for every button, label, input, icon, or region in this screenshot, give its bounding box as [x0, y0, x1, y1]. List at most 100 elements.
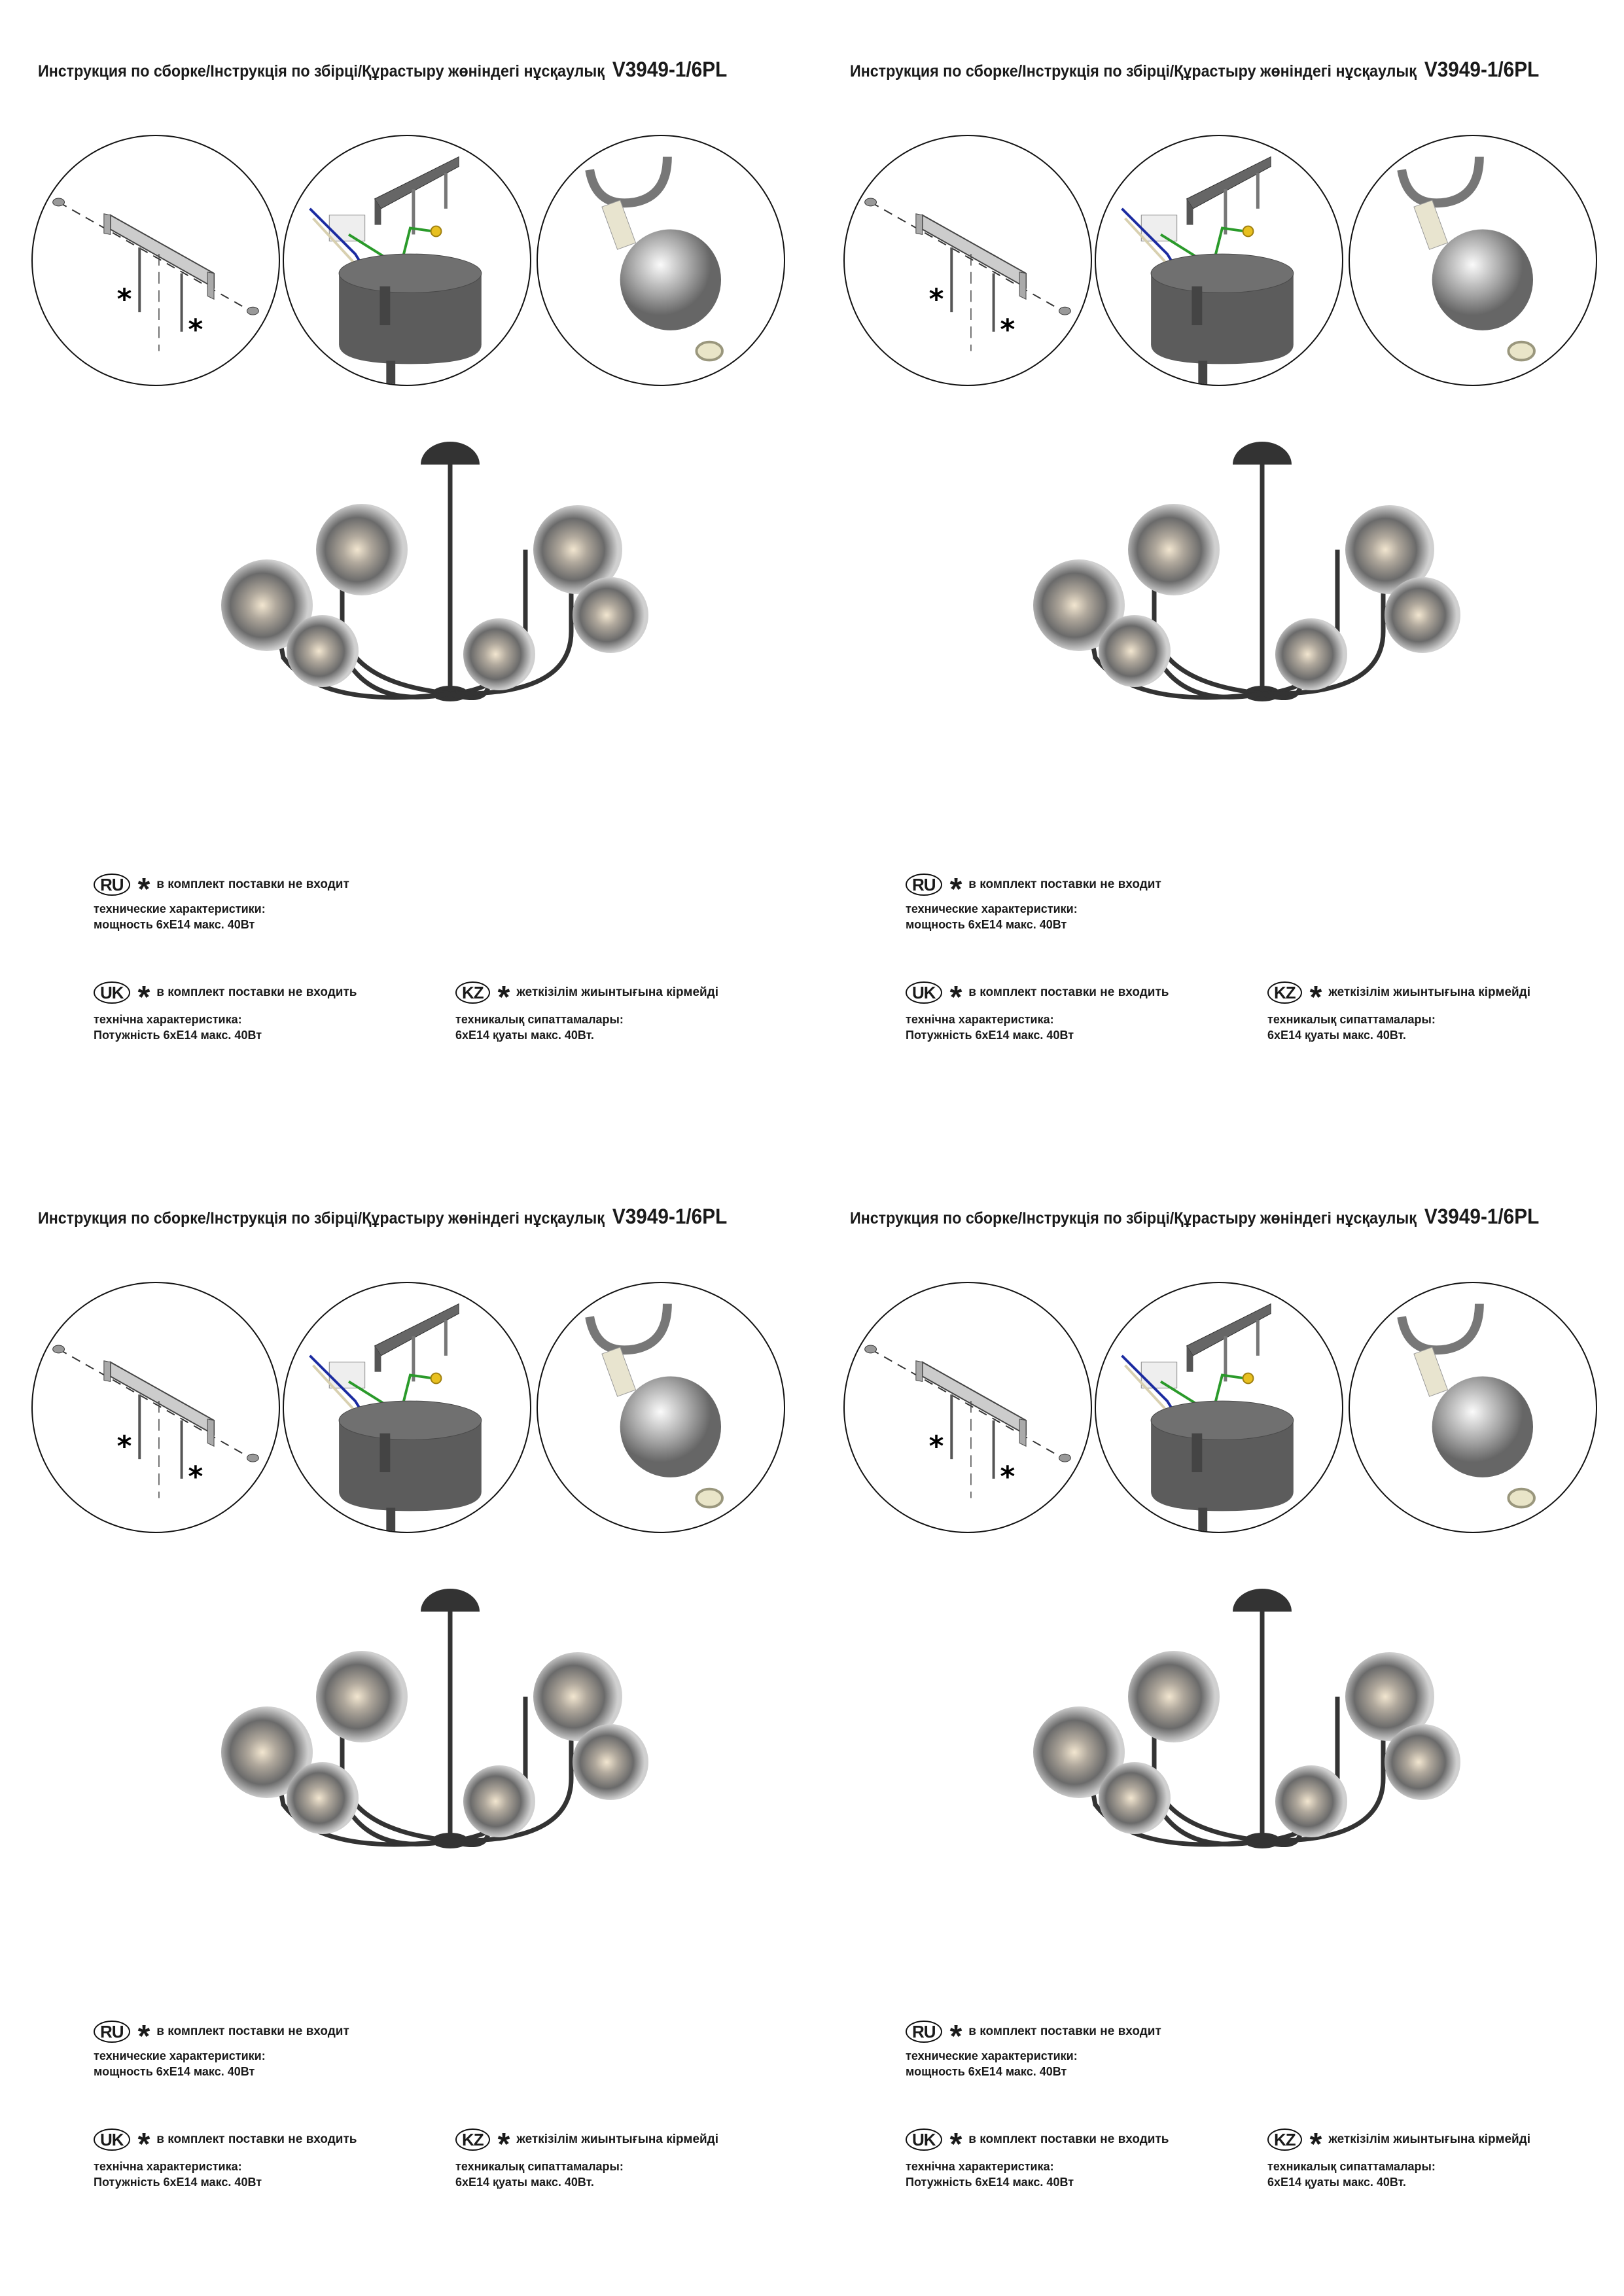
asterisk-icon: * — [137, 2019, 150, 2054]
ru-section: RU*в комплект поставки не входит техниче… — [906, 874, 1161, 932]
kz-language-badge: KZ — [455, 2128, 490, 2151]
asterisk-icon: * — [497, 2127, 510, 2162]
ru-spec-value: мощность 6хЕ14 макс. 40Вт — [94, 918, 255, 931]
step-1-mounting-bracket-illustration: * * — [31, 135, 280, 386]
uk-spec-value: Потужність 6хЕ14 макс. 40Вт — [906, 2176, 1074, 2189]
title-text: Инструкция по сборке/Інструкція по збірц… — [850, 1209, 1417, 1227]
asterisk-icon: * — [1309, 2127, 1322, 2162]
asterisk-icon: * — [949, 2019, 962, 2054]
instruction-panel: Инструкция по сборке/Інструкція по збірц… — [812, 1147, 1624, 2295]
step-3-glass-shade-illustration — [537, 1282, 785, 1533]
asterisk-icon: * — [949, 980, 962, 1015]
uk-spec-heading: технічна характеристика: — [906, 2160, 1054, 2173]
svg-text:*: * — [1000, 1461, 1015, 1494]
asterisk-icon: * — [497, 980, 510, 1015]
asterisk-icon: * — [137, 872, 150, 907]
ru-spec-heading: технические характеристики: — [94, 902, 266, 915]
ru-spec-value: мощность 6хЕ14 макс. 40Вт — [906, 918, 1067, 931]
chandelier-product-image — [1017, 1582, 1488, 1880]
kz-language-badge: KZ — [1267, 981, 1302, 1004]
uk-section: UK * в комплект поставки не входить техніч… — [906, 981, 1169, 1043]
ru-not-included-note: в комплект поставки не входит — [156, 2024, 349, 2038]
step-3-glass-shade-illustration — [1349, 135, 1597, 386]
kz-spec-value: 6хЕ14 қуаты макс. 40Вт. — [455, 2176, 594, 2189]
uk-language-badge: UK — [906, 981, 942, 1004]
instruction-title: Инструкция по сборке/Інструкція по збірц… — [850, 58, 1539, 82]
uk-language-badge: UK — [906, 2128, 942, 2151]
step-2-canopy-wiring-illustration — [1095, 135, 1343, 386]
uk-spec-heading: технічна характеристика: — [94, 1013, 242, 1026]
kz-not-included-note: жеткізілім жиынтығына кірмейді — [1328, 985, 1531, 999]
kz-spec-heading: техникалық сипаттамалары: — [455, 1013, 624, 1026]
kz-not-included-note: жеткізілім жиынтығына кірмейді — [516, 985, 719, 999]
ru-language-badge: RU — [94, 2021, 130, 2043]
kz-spec-heading: техникалық сипаттамалары: — [1267, 2160, 1436, 2173]
instruction-title: Инструкция по сборке/Інструкція по збірц… — [38, 1205, 727, 1229]
uk-spec-value: Потужність 6хЕ14 макс. 40Вт — [906, 1029, 1074, 1042]
step-2-canopy-wiring-illustration — [283, 1282, 531, 1533]
step-1-mounting-bracket-illustration: * * — [843, 1282, 1092, 1533]
uk-section: UK * в комплект поставки не входить техніч… — [94, 981, 357, 1043]
chandelier-product-image — [205, 1582, 676, 1880]
kz-language-badge: KZ — [455, 981, 490, 1004]
asterisk-icon: * — [949, 872, 962, 907]
instruction-panel: Инструкция по сборке/Інструкція по збірц… — [812, 0, 1624, 1148]
svg-text:*: * — [117, 1430, 132, 1463]
title-text: Инструкция по сборке/Інструкція по збірц… — [850, 62, 1417, 80]
svg-text:*: * — [929, 283, 944, 316]
title-text: Инструкция по сборке/Інструкція по збірц… — [38, 1209, 605, 1227]
ru-spec-heading: технические характеристики: — [906, 902, 1078, 915]
ru-section: RU * в комплект поставки не входит техниче… — [94, 2021, 349, 2079]
kz-section: KZ * жеткізілім жиынтығына кірмейді техник… — [1267, 2128, 1530, 2190]
step-3-glass-shade-illustration — [537, 135, 785, 386]
ru-spec-heading: технические характеристики: — [94, 2049, 266, 2062]
svg-text:*: * — [188, 1461, 203, 1494]
uk-language-badge: UK — [94, 2128, 130, 2151]
step-1-mounting-bracket-illustration: * * — [31, 1282, 280, 1533]
chandelier-product-image — [205, 435, 676, 733]
model-number: V3949-1/6PL — [1424, 58, 1540, 81]
kz-section: KZ * жеткізілім жиынтығына кірмейді техник… — [455, 981, 718, 1043]
ru-spec-value: мощность 6хЕ14 макс. 40Вт — [906, 2065, 1067, 2078]
ru-section: RU*в комплект поставки не входит техниче… — [906, 2021, 1161, 2079]
step-2-canopy-wiring-illustration — [283, 135, 531, 386]
step-1-mounting-bracket-illustration: * * — [843, 135, 1092, 386]
ru-section: RU*в комплект поставки не входит техниче… — [94, 874, 349, 932]
kz-spec-heading: техникалық сипаттамалары: — [1267, 1013, 1436, 1026]
kz-not-included-note: жеткізілім жиынтығына кірмейді — [516, 2132, 719, 2146]
asterisk-icon: * — [949, 2127, 962, 2162]
kz-language-badge: KZ — [1267, 2128, 1302, 2151]
uk-spec-value: Потужність 6хЕ14 макс. 40Вт — [94, 1029, 262, 1042]
ru-spec-value: мощность 6хЕ14 макс. 40Вт — [94, 2065, 255, 2078]
kz-spec-value: 6хЕ14 қуаты макс. 40Вт. — [1267, 1029, 1406, 1042]
model-number: V3949-1/6PL — [612, 1205, 728, 1228]
model-number: V3949-1/6PL — [1424, 1205, 1540, 1228]
uk-spec-value: Потужність 6хЕ14 макс. 40Вт — [94, 2176, 262, 2189]
ru-not-included-note: в комплект поставки не входит — [968, 877, 1161, 891]
svg-text:*: * — [117, 283, 132, 316]
ru-spec-heading: технические характеристики: — [906, 2049, 1078, 2062]
kz-spec-value: 6хЕ14 қуаты макс. 40Вт. — [1267, 2176, 1406, 2189]
uk-not-included-note: в комплект поставки не входить — [968, 985, 1169, 999]
uk-not-included-note: в комплект поставки не входить — [156, 2132, 357, 2146]
title-text: Инструкция по сборке/Інструкція по збірц… — [38, 62, 605, 80]
step-3-glass-shade-illustration — [1349, 1282, 1597, 1533]
instruction-panel: Инструкция по сборке/Інструкція по збірц… — [0, 0, 812, 1148]
kz-not-included-note: жеткізілім жиынтығына кірмейді — [1328, 2132, 1531, 2146]
kz-spec-value: 6хЕ14 қуаты макс. 40Вт. — [455, 1029, 594, 1042]
uk-not-included-note: в комплект поставки не входить — [968, 2132, 1169, 2146]
uk-spec-heading: технічна характеристика: — [94, 2160, 242, 2173]
instruction-title: Инструкция по сборке/Інструкція по збірц… — [850, 1205, 1539, 1229]
instruction-title: Инструкция по сборке/Інструкція по збірц… — [38, 58, 727, 82]
model-number: V3949-1/6PL — [612, 58, 728, 81]
uk-language-badge: UK — [94, 981, 130, 1004]
asterisk-icon: * — [1309, 980, 1322, 1015]
uk-not-included-note: в комплект поставки не входить — [156, 985, 357, 999]
svg-text:*: * — [188, 314, 203, 347]
uk-spec-heading: технічна характеристика: — [906, 1013, 1054, 1026]
uk-section: UK*в комплект поставки не входить техніч… — [94, 2128, 357, 2190]
asterisk-icon: * — [137, 980, 150, 1015]
ru-not-included-note: в комплект поставки не входит — [156, 877, 349, 891]
chandelier-product-image — [1017, 435, 1488, 733]
svg-text:*: * — [1000, 314, 1015, 347]
